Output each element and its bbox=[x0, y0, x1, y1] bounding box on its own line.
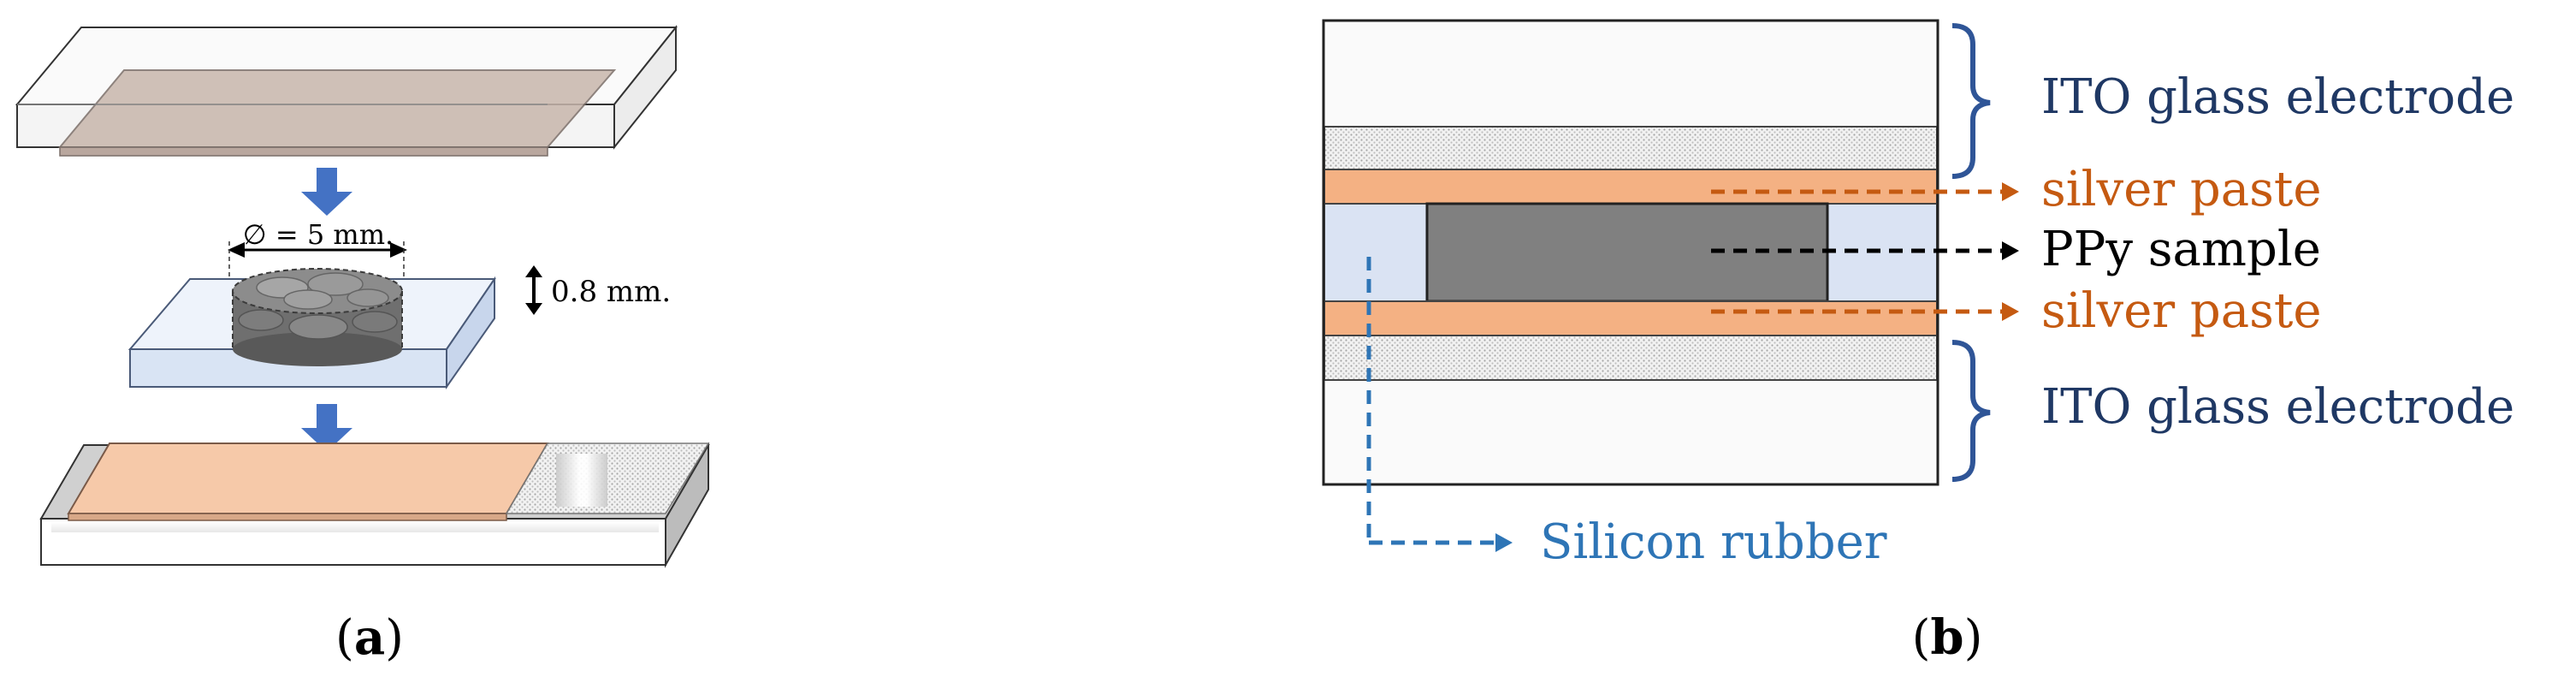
ppy-sample-disc bbox=[232, 268, 403, 366]
top-silver-paste bbox=[1324, 169, 1938, 205]
thickness-dimension: 0.8 mm. bbox=[525, 265, 671, 315]
label-silicon: Silicon rubber bbox=[1540, 514, 1887, 570]
top-ito-brace bbox=[1951, 23, 1991, 179]
top-ito-glass bbox=[15, 25, 678, 157]
label-silver-bottom: silver paste bbox=[2041, 283, 2322, 339]
label-ito-top: ITO glass electrode bbox=[2041, 69, 2514, 125]
thickness-label: 0.8 mm. bbox=[551, 275, 671, 309]
bottom-ito-brace bbox=[1951, 340, 1991, 482]
down-arrow-2 bbox=[301, 404, 352, 452]
panel-b-cross-section: ITO glass electrode silver paste PPy sam… bbox=[1322, 19, 2514, 666]
bottom-silver-paste bbox=[1324, 300, 1938, 336]
bottom-ito-layer bbox=[1324, 335, 1938, 381]
bottom-ito-glass bbox=[39, 442, 710, 568]
silicon-rubber-left bbox=[1324, 203, 1428, 302]
label-ito-bottom: ITO glass electrode bbox=[2041, 379, 2514, 435]
top-silver-layer bbox=[57, 69, 617, 148]
down-arrow-1 bbox=[301, 168, 352, 216]
top-ito-layer bbox=[1324, 126, 1938, 170]
caption-a: (a) bbox=[335, 609, 404, 666]
diameter-label: ∅ = 5 mm. bbox=[243, 218, 394, 251]
bottom-silver-layer bbox=[67, 443, 549, 514]
caption-b: (b) bbox=[1912, 609, 1983, 666]
label-silver-top: silver paste bbox=[2041, 162, 2322, 217]
panel-a-assembly: ∅ = 5 mm. 0.8 mm. bbox=[15, 25, 710, 666]
label-ppy: PPy sample bbox=[2041, 222, 2321, 277]
